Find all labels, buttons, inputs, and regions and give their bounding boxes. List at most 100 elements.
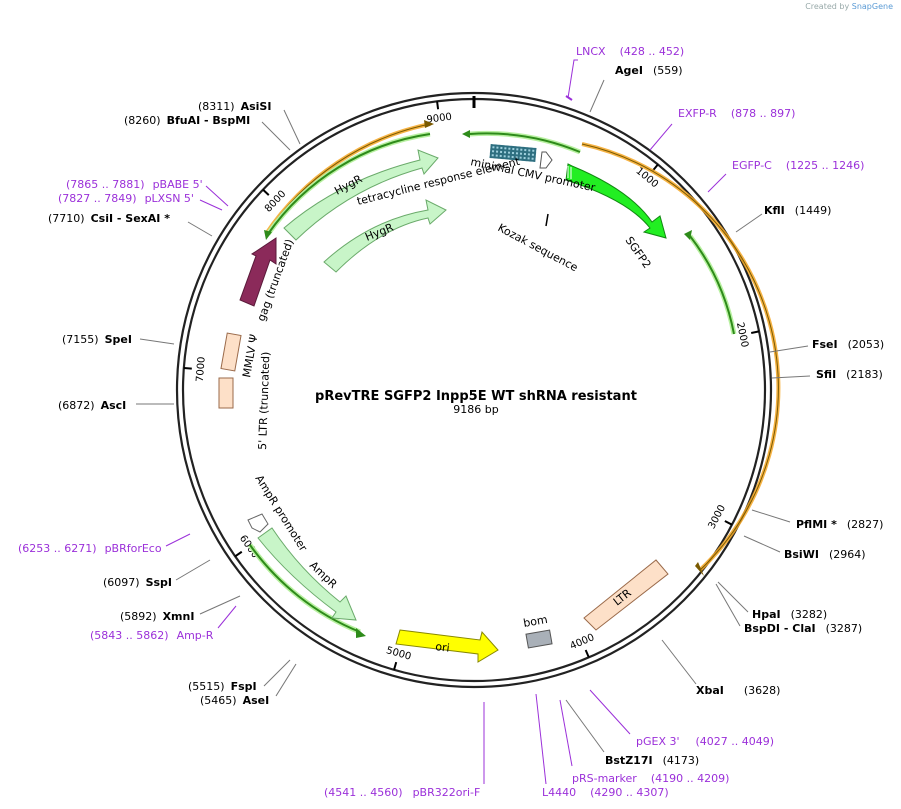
xbaI-leader (661, 639, 697, 685)
hygr-inner-feature[interactable] (323, 199, 447, 273)
ltr5-truncated-feature[interactable] (218, 377, 234, 409)
plasmid-title: pRevTRE SGFP2 Inpp5E WT shRNA resistant (315, 389, 637, 404)
mmlv-psi-feature[interactable] (220, 332, 242, 372)
exfpr-leader (649, 123, 673, 151)
primer-label[interactable]: LNCX(428 .. 452) (576, 45, 684, 58)
ori-label: ori (435, 640, 451, 655)
primer-label[interactable]: (7827 .. 7849)pLXSN 5' (58, 192, 194, 205)
speI-leader (139, 338, 175, 345)
sspI-leader (175, 559, 211, 581)
green-arc-bottom (249, 544, 361, 633)
orange-arc-right-arrowhead (695, 562, 704, 576)
enzyme-label[interactable]: (8311)AsiSI (198, 100, 271, 113)
green-arc-bottom-arrowhead (356, 628, 366, 638)
ruler-tick-label: 9000 (426, 112, 453, 126)
ampr-promoter-feature[interactable] (247, 513, 269, 533)
enzyme-label[interactable]: FseI(2053) (812, 338, 884, 351)
green-arc-right-arrowhead (684, 230, 692, 240)
enzyme-label[interactable]: (5465)AseI (200, 694, 269, 707)
ruler-tick-label: 2000 (734, 321, 750, 348)
enzyme-label[interactable]: (6872)AscI (58, 399, 126, 412)
enzyme-label[interactable]: KflI(1449) (764, 204, 831, 217)
sgfp2-feature[interactable] (565, 163, 667, 239)
primer-label[interactable]: (4541 .. 4560)pBR322ori-F (324, 786, 480, 799)
lncx-bar (565, 95, 573, 101)
cmv-promoter-feature[interactable] (539, 151, 553, 169)
ruler-tick (234, 550, 243, 558)
enzyme-label[interactable]: BspDI - ClaI(3287) (744, 622, 862, 635)
enzyme-label[interactable]: AgeI(559) (615, 64, 683, 77)
fseI-leader (769, 345, 809, 353)
enzyme-label[interactable]: (8260)BfuAI - BspMI (124, 114, 250, 127)
snapgene-credit: Created by SnapGene (805, 2, 893, 11)
bfuai-leader (261, 121, 291, 151)
xmnI-leader (199, 595, 241, 615)
green-arc-right-glow (688, 234, 737, 335)
orange-arc-right-core (581, 143, 779, 571)
primer-labels: LNCX(428 .. 452) EXFP-R(878 .. 897) EGFP… (18, 45, 864, 799)
ruler-tick (584, 649, 590, 658)
primer-label[interactable]: pGEX 3'(4027 .. 4049) (636, 735, 774, 748)
ampr-feature[interactable] (257, 527, 357, 621)
bom-feature[interactable] (525, 629, 553, 649)
enzyme-label[interactable]: SfiI(2183) (816, 368, 883, 381)
snapgene-brand: SnapGene (851, 2, 893, 11)
ageI-leader (589, 79, 605, 113)
green-arc-left (267, 133, 431, 235)
ltr5-label: 5' LTR (truncated) (256, 351, 272, 450)
ruler-tick-label: 3000 (707, 503, 729, 531)
primer-label[interactable]: (6253 .. 6271)pBRforEco (18, 542, 162, 555)
backbone-outer (175, 91, 773, 689)
prs-leader (559, 699, 573, 767)
gag-truncated-feature[interactable] (239, 237, 277, 307)
tre-feature[interactable] (489, 144, 537, 162)
enzyme-label[interactable]: BstZ17I(4173) (605, 754, 699, 767)
enzyme-label[interactable]: (5515)FspI (188, 680, 257, 693)
csiI-leader (187, 221, 213, 237)
ruler-tick (393, 661, 398, 671)
mmlv-psi-label: MMLV Ψ (240, 333, 260, 379)
kozak-feature[interactable] (545, 213, 549, 227)
l4440-leader (535, 693, 547, 785)
ruler-tick (262, 188, 270, 196)
primer-label[interactable]: (5843 .. 5862)Amp-R (90, 629, 214, 642)
ruler-tick-label: 5000 (385, 645, 412, 663)
orange-arc-left-arrowhead (424, 120, 434, 128)
primer-label[interactable]: L4440(4290 .. 4307) (542, 786, 669, 799)
enzyme-label[interactable]: HpaI(3282) (752, 608, 827, 621)
pbrforeco-leader (165, 533, 191, 547)
primer-label[interactable]: EGFP-C(1225 .. 1246) (732, 159, 864, 172)
enzyme-label[interactable]: PflMI *(2827) (796, 518, 883, 531)
enzyme-label[interactable]: XbaI(3628) (696, 684, 780, 697)
bstz17i-leader (565, 699, 605, 753)
enzyme-label[interactable]: (6097)SspI (103, 576, 172, 589)
bsiwI-leader (743, 535, 781, 553)
primer-label[interactable]: pRS-marker(4190 .. 4209) (572, 772, 729, 785)
hygr-outer-feature[interactable] (283, 149, 439, 241)
credit-text: Created by (805, 2, 850, 11)
pflmI-leader (751, 509, 791, 523)
ruler-tick-label: 4000 (568, 632, 596, 652)
fspI-leader (263, 659, 291, 687)
bom-label: bom (522, 613, 548, 630)
ori-feature[interactable] (395, 629, 499, 663)
sfiI-leader (771, 375, 811, 379)
plasmid-length: 9186 bp (453, 403, 498, 416)
ruler-tick (750, 330, 760, 334)
sgfp2-dashes (567, 166, 572, 179)
sgfp2-label: SGFP2 (623, 234, 654, 271)
asel-leader (275, 663, 297, 697)
ltr-feature[interactable] (583, 559, 669, 631)
asisi-leader (283, 109, 301, 145)
enzyme-label[interactable]: (5892)XmnI (120, 610, 194, 623)
enzyme-label[interactable]: (7710)CsiI - SexAI * (48, 212, 170, 225)
enzyme-label[interactable]: BsiWI(2964) (784, 548, 866, 561)
ruler-tick-label: 7000 (195, 356, 208, 382)
ruler-tick (436, 101, 440, 110)
primer-label[interactable]: EXFP-R(878 .. 897) (678, 107, 795, 120)
enzyme-label[interactable]: (7155)SpeI (62, 333, 132, 346)
primer-label[interactable]: (7865 .. 7881)pBABE 5' (66, 178, 203, 191)
enzyme-labels: AgeI(559) KflI(1449) FseI(2053) SfiI(218… (48, 64, 884, 767)
plxsn-leader (199, 199, 223, 211)
